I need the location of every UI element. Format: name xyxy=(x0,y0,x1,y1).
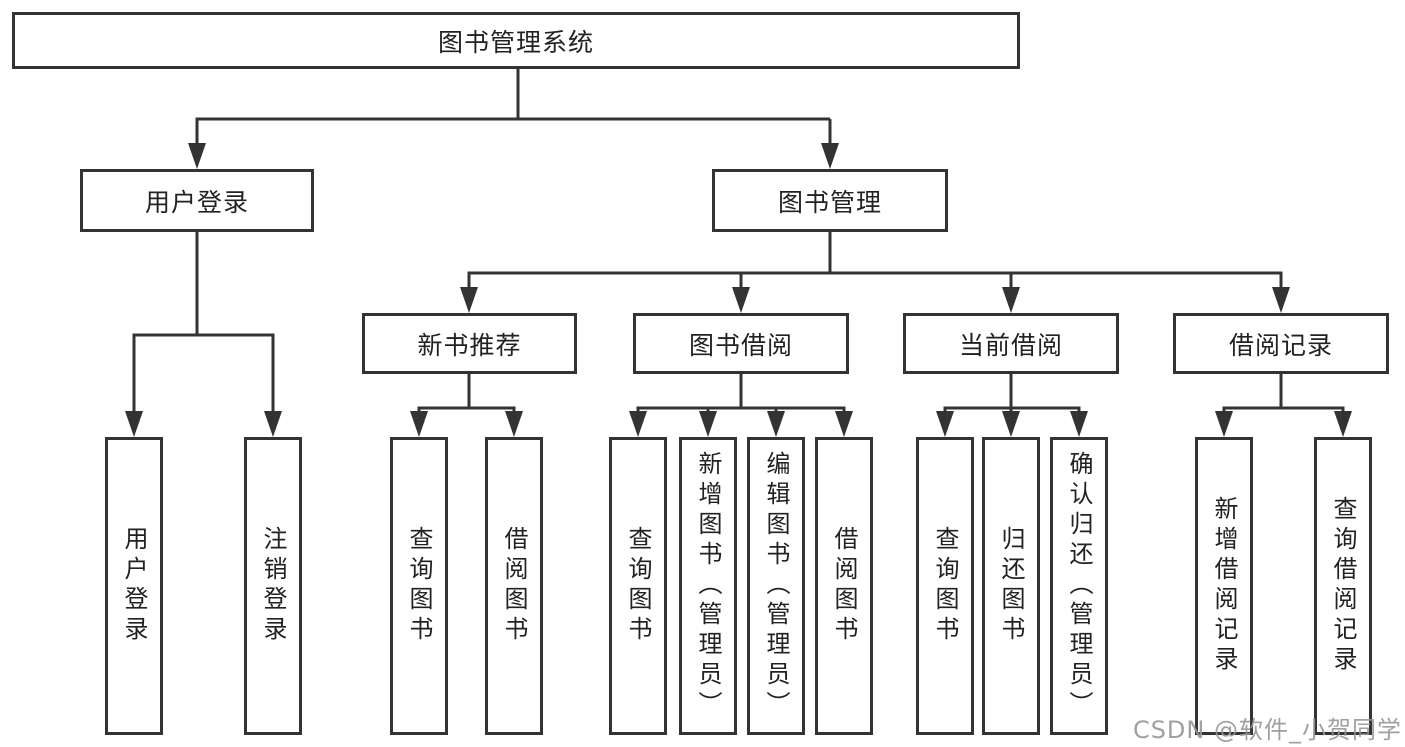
leaf-query-books-borrow: 查询图书 xyxy=(609,437,667,735)
leaf-query-borrow-record: 查询借阅记录 xyxy=(1314,437,1372,735)
leaf-edit-books-admin: 编辑图书（管理员） xyxy=(747,437,805,735)
leaf-query-books-recommend: 查询图书 xyxy=(390,437,448,735)
node-root: 图书管理系统 xyxy=(12,12,1020,69)
node-book-management-label: 图书管理 xyxy=(777,187,882,217)
node-new-book-recommend: 新书推荐 xyxy=(362,313,577,374)
arrowheads xyxy=(125,143,1352,437)
leaf-borrow-books-recommend: 借阅图书 xyxy=(485,437,543,735)
node-book-borrow: 图书借阅 xyxy=(633,313,849,374)
node-borrow-records: 借阅记录 xyxy=(1173,313,1389,374)
leaf-confirm-return-admin: 确认归还（管理员） xyxy=(1050,437,1108,735)
node-book-management: 图书管理 xyxy=(712,169,948,232)
leaf-add-borrow-record: 新增借阅记录 xyxy=(1195,437,1253,735)
leaf-query-books-current: 查询图书 xyxy=(916,437,974,735)
csdn-watermark: CSDN @软件_小贺同学 xyxy=(1132,716,1402,744)
node-user-login-label: 用户登录 xyxy=(144,187,249,217)
leaf-borrow-books: 借阅图书 xyxy=(815,437,873,735)
node-root-label: 图书管理系统 xyxy=(437,27,594,57)
node-current-borrow: 当前借阅 xyxy=(903,313,1119,374)
leaf-user-login: 用户登录 xyxy=(105,437,163,735)
leaf-add-books-admin: 新增图书（管理员） xyxy=(679,437,737,735)
leaf-return-books: 归还图书 xyxy=(982,437,1040,735)
node-user-login: 用户登录 xyxy=(80,169,314,232)
leaf-logout: 注销登录 xyxy=(244,437,302,735)
